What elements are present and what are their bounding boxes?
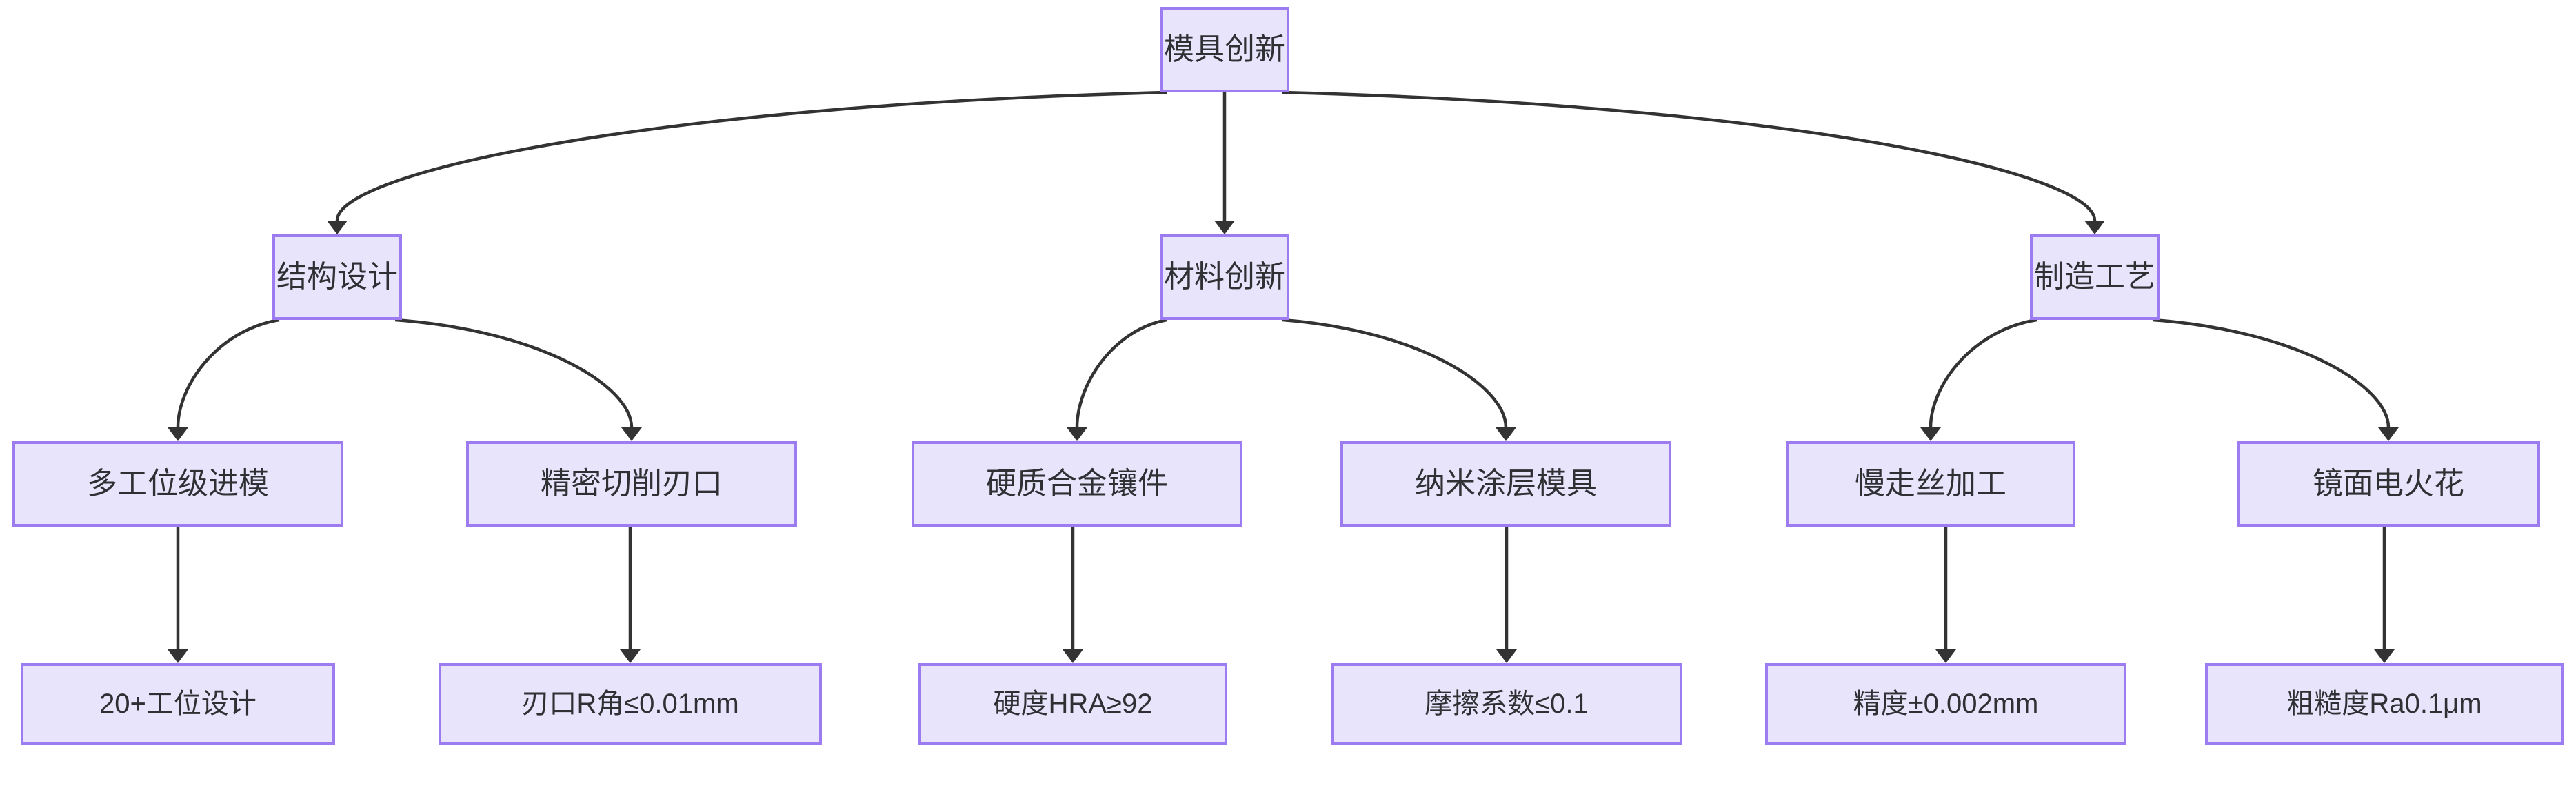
node-d6[interactable]: 粗糙度Ra0.1μm xyxy=(2205,663,2564,745)
edge-b2-to-c4 xyxy=(1282,318,1516,441)
edge-c2-to-d2 xyxy=(620,527,641,663)
arrowhead-icon xyxy=(1935,649,1956,663)
node-d2[interactable]: 刃口R角≤0.01mm xyxy=(439,663,822,745)
arrowhead-icon xyxy=(2378,427,2399,441)
arrowhead-icon xyxy=(1214,221,1235,234)
node-label: 纳米涂层模具 xyxy=(1415,466,1597,500)
arrowhead-icon xyxy=(327,221,348,234)
node-label: 粗糙度Ra0.1μm xyxy=(2286,689,2482,719)
node-c6[interactable]: 镜面电火花 xyxy=(2237,441,2540,527)
node-d1[interactable]: 20+工位设计 xyxy=(21,663,335,745)
node-label: 模具创新 xyxy=(1164,32,1285,66)
edge-c4-to-d4 xyxy=(1496,527,1517,663)
node-c5[interactable]: 慢走丝加工 xyxy=(1786,441,2075,527)
node-label: 20+工位设计 xyxy=(99,689,256,719)
edge-b1-to-c1 xyxy=(168,318,280,441)
node-label: 多工位级进模 xyxy=(87,466,269,500)
node-label: 材料创新 xyxy=(1164,259,1285,294)
arrowhead-icon xyxy=(1063,649,1083,663)
node-b2[interactable]: 材料创新 xyxy=(1160,234,1289,320)
arrowhead-icon xyxy=(1920,427,1941,441)
edge-c5-to-d5 xyxy=(1935,527,1956,663)
node-c4[interactable]: 纳米涂层模具 xyxy=(1340,441,1671,527)
node-label: 刃口R角≤0.01mm xyxy=(521,689,739,719)
node-b3[interactable]: 制造工艺 xyxy=(2030,234,2160,320)
edge-root-to-b1 xyxy=(327,90,1167,234)
edge-b3-to-c5 xyxy=(1920,318,2037,441)
node-b1[interactable]: 结构设计 xyxy=(272,234,402,320)
node-label: 慢走丝加工 xyxy=(1855,466,2006,500)
arrowhead-icon xyxy=(168,649,188,663)
node-c1[interactable]: 多工位级进模 xyxy=(12,441,343,527)
node-label: 硬质合金镶件 xyxy=(986,466,1168,500)
node-d3[interactable]: 硬度HRA≥92 xyxy=(918,663,1227,745)
node-label: 精密切削刃口 xyxy=(541,466,723,500)
node-label: 制造工艺 xyxy=(2034,259,2155,294)
edge-b3-to-c6 xyxy=(2152,318,2399,441)
arrowhead-icon xyxy=(2374,649,2395,663)
edge-root-to-b2 xyxy=(1214,92,1235,234)
arrowhead-icon xyxy=(2084,221,2105,234)
node-label: 结构设计 xyxy=(276,259,398,294)
arrowhead-icon xyxy=(620,649,641,663)
edge-c3-to-d3 xyxy=(1063,527,1083,663)
edge-c6-to-d6 xyxy=(2374,527,2395,663)
node-label: 摩擦系数≤0.1 xyxy=(1425,689,1589,719)
node-c2[interactable]: 精密切削刃口 xyxy=(466,441,797,527)
arrowhead-icon xyxy=(1496,649,1517,663)
edge-c1-to-d1 xyxy=(168,527,188,663)
node-c3[interactable]: 硬质合金镶件 xyxy=(912,441,1242,527)
node-label: 硬度HRA≥92 xyxy=(993,689,1153,719)
arrowhead-icon xyxy=(621,427,642,441)
edge-b2-to-c3 xyxy=(1067,318,1167,441)
edge-b1-to-c2 xyxy=(394,318,642,441)
node-d5[interactable]: 精度±0.002mm xyxy=(1765,663,2126,745)
edge-root-to-b3 xyxy=(1282,90,2105,234)
node-label: 精度±0.002mm xyxy=(1853,689,2039,719)
arrowhead-icon xyxy=(168,427,188,441)
node-d4[interactable]: 摩擦系数≤0.1 xyxy=(1331,663,1682,745)
node-root[interactable]: 模具创新 xyxy=(1160,7,1289,92)
node-label: 镜面电火花 xyxy=(2313,466,2464,500)
arrowhead-icon xyxy=(1496,427,1516,441)
arrowhead-icon xyxy=(1067,427,1087,441)
